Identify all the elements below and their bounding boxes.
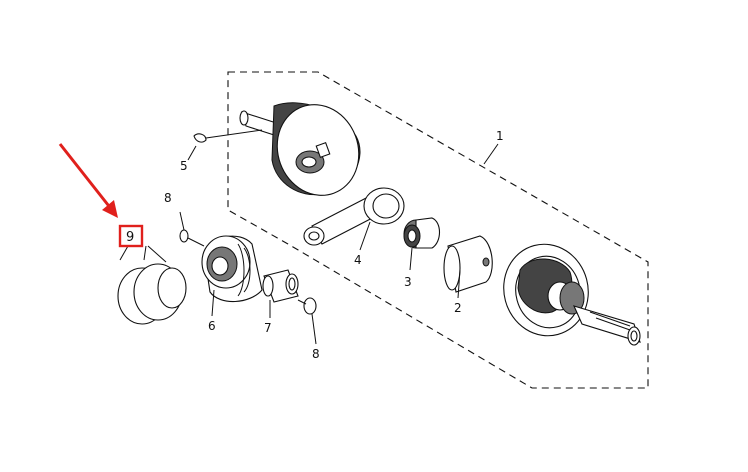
piston <box>201 235 263 317</box>
callout-6: 6 <box>208 319 216 333</box>
piston-ring-set <box>117 245 187 325</box>
woodruff-key <box>187 129 263 161</box>
callout-5: 5 <box>180 159 188 173</box>
callout-7: 7 <box>264 321 272 335</box>
highlight-callout-9: 9 <box>58 143 144 248</box>
callout-3: 3 <box>404 275 412 289</box>
crankshaft-left-half <box>239 102 361 196</box>
callout-8-lower: 8 <box>312 347 320 361</box>
needle-bearing <box>403 217 441 271</box>
piston-pin <box>262 269 299 318</box>
callout-4: 4 <box>354 253 362 267</box>
callout-1: 1 <box>496 129 504 143</box>
crank-pin <box>443 235 493 299</box>
callout-8-upper: 8 <box>164 191 172 205</box>
callout-9: 9 <box>126 230 134 245</box>
highlight-arrowhead <box>102 200 118 218</box>
circlip-upper <box>179 211 205 247</box>
highlight-box <box>118 224 144 248</box>
circlip-lower <box>297 297 317 345</box>
callout-2: 2 <box>454 301 462 315</box>
crankshaft-right-half <box>503 243 641 346</box>
connecting-rod <box>303 187 405 251</box>
highlight-arrow <box>58 143 114 211</box>
assembly-boundary-dashed <box>227 71 649 389</box>
